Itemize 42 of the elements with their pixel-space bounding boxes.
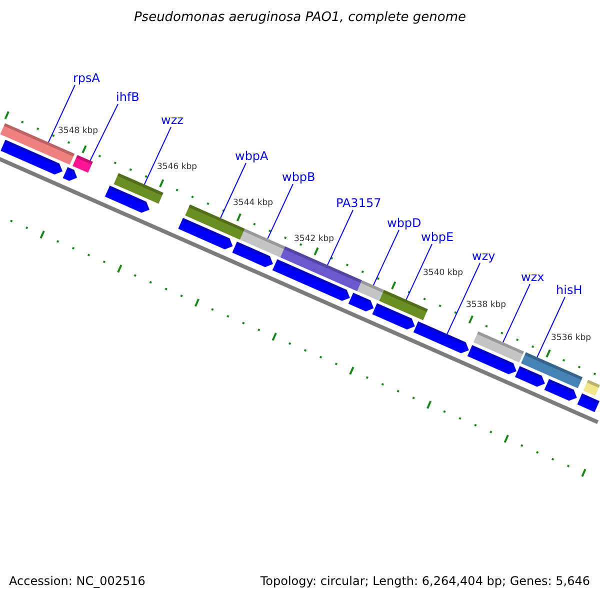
leader-line [446,262,480,335]
scale-label: 3540 kbp [423,268,464,278]
gene-feature-bar [379,290,428,320]
gene-feature-bar [72,155,93,173]
leader-line [90,104,118,162]
gene-feature-bar [357,280,384,301]
leader-line [536,296,566,358]
gene-feature-bar [114,173,164,204]
accession-text: Accession: NC_002516 [9,574,146,588]
gene-label: hisH [556,283,582,297]
scale-label: 3548 kbp [58,126,98,136]
gene-feature-bar [240,228,286,258]
leader-line [502,284,530,343]
gene-label: PA3157 [336,196,382,210]
gene-label: wbpE [421,230,454,244]
gene-feature-bar [473,331,524,362]
scale-label: 3546 kbp [157,162,198,172]
gene-label: wbpB [282,170,316,184]
gene-label: wzx [521,270,544,284]
scale-label: 3538 kbp [466,300,506,310]
title: Pseudomonas aeruginosa PAO1, complete genome [134,10,466,26]
gene-label: rpsA [73,71,100,85]
genome-summary-text: Topology: circular; Length: 6,264,404 bp; Genes: 5,646 [260,574,590,588]
gene-feature-bar [185,204,245,240]
gene-feature-bar [280,246,362,292]
scale-label: 3544 kbp [233,198,274,208]
gene-label: wzy [472,249,496,263]
leader-line [406,244,432,300]
gene-label: ihfB [116,90,140,104]
gene-label: wbpD [387,216,422,230]
gene-feature-bar [521,352,583,388]
leader-line [220,162,246,218]
leader-line [327,210,354,266]
leader-line [267,184,294,240]
leader-line [372,230,400,286]
coding-sequence-bar [413,321,469,354]
scale-label: 3542 kbp [294,234,334,244]
leader-line [48,84,76,143]
gene-label: wbpA [235,149,268,163]
scale-label: 3536 kbp [551,333,592,344]
gene-label: wzz [161,113,184,127]
leader-line [144,126,172,185]
